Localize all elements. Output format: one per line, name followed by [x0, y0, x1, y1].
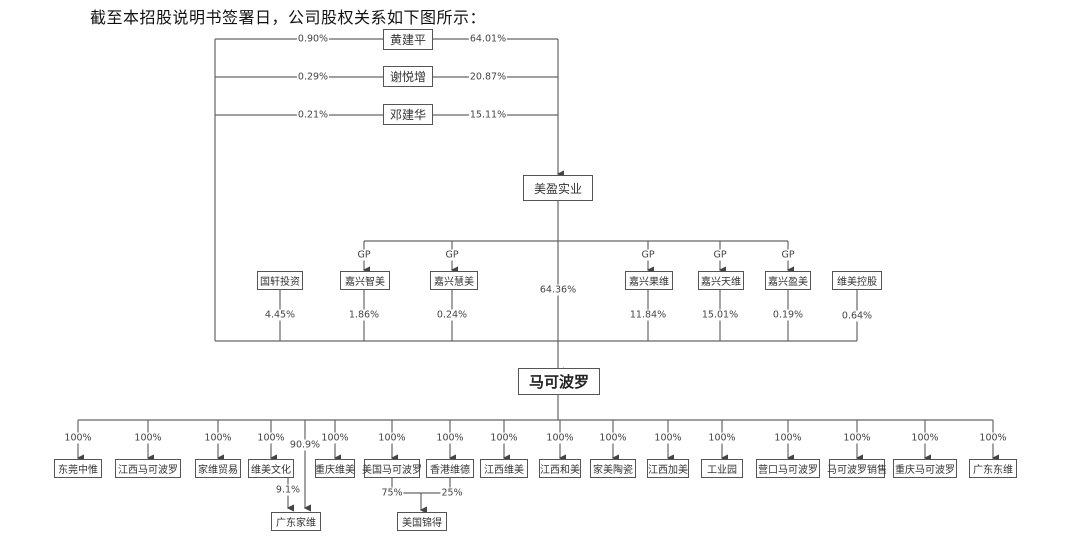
holder-box: 嘉兴盈美 [765, 271, 811, 290]
pct-label: 90.9% [288, 439, 322, 451]
pct-label: 9.1% [274, 484, 302, 496]
pct-label: 4.45% [263, 309, 297, 321]
holder-box: 维美控股 [832, 271, 882, 290]
pct-label: 100% [910, 432, 940, 444]
pct-label: 100% [63, 432, 93, 444]
subsidiary-box: 香港维德 [426, 459, 474, 478]
subsidiary-box: 维美文化 [248, 459, 294, 478]
pct-label: 1.86% [347, 309, 381, 321]
pct-label: 100% [489, 432, 519, 444]
pct-label: 0.64% [840, 310, 874, 322]
subsidiary-box: 江西和美 [539, 459, 581, 478]
subsidiary-box: 美国马可波罗 [362, 459, 422, 478]
gp-label: GP [780, 249, 796, 261]
pct-label: 100% [435, 432, 465, 444]
subsidiary-box: 广东东维 [969, 459, 1017, 478]
pct-label: 100% [598, 432, 628, 444]
pct-label: 100% [377, 432, 407, 444]
subsidiary-box: 工业园 [701, 459, 743, 478]
pct-label: 100% [256, 432, 286, 444]
gp-label: GP [712, 249, 728, 261]
pct-label: 100% [545, 432, 575, 444]
shareholder-box: 黄建平 [383, 29, 433, 50]
subsidiary-box: 东莞中惟 [54, 459, 102, 478]
pct-label: 0.90% [296, 33, 330, 45]
pct-label: 75% [380, 487, 404, 499]
subsidiary-box: 家美陶瓷 [590, 459, 636, 478]
pct-label: 25% [440, 487, 464, 499]
pct-label: 15.01% [700, 309, 740, 321]
pct-label: 0.19% [771, 309, 805, 321]
pct-label: 64.36% [538, 284, 578, 296]
pct-label: 100% [203, 432, 233, 444]
subsidiary-box: 营口马可波罗 [756, 459, 820, 478]
pct-label: 0.29% [296, 71, 330, 83]
holder-box: 嘉兴果维 [625, 271, 673, 290]
gp-label: GP [356, 249, 372, 261]
pct-label: 20.87% [468, 71, 508, 83]
pct-label: 11.84% [628, 309, 668, 321]
holder-box: 嘉兴天维 [698, 271, 744, 290]
subsidiary-box: 马可波罗销售 [827, 459, 887, 478]
company-box: 马可波罗 [518, 368, 600, 395]
subsidiary-box: 江西加美 [647, 459, 689, 478]
pct-label: 100% [978, 432, 1008, 444]
pct-label: 100% [773, 432, 803, 444]
pct-label: 100% [320, 432, 350, 444]
subsidiary-box: 江西马可波罗 [115, 459, 181, 478]
pct-label: 100% [707, 432, 737, 444]
pct-label: 64.01% [468, 33, 508, 45]
pct-label: 100% [133, 432, 163, 444]
holder-box: 国轩投资 [257, 271, 303, 290]
subsidiary-box: 重庆马可波罗 [893, 459, 957, 478]
guangdong-jiawei-box: 广东家维 [271, 512, 321, 531]
pct-label: 100% [653, 432, 683, 444]
subsidiary-box: 江西维美 [480, 459, 528, 478]
pct-label: 0.24% [435, 309, 469, 321]
meiguo-weide-box: 美国锦得 [397, 512, 447, 531]
shareholder-box: 谢悦增 [383, 66, 433, 87]
pct-label: 100% [842, 432, 872, 444]
intro-text: 截至本招股说明书签署日，公司股权关系如下图所示： [90, 8, 487, 27]
gp-label: GP [444, 249, 460, 261]
holder-box: 嘉兴慧美 [430, 271, 478, 290]
subsidiary-box: 重庆维美 [315, 459, 355, 478]
shareholder-box: 邓建华 [383, 104, 433, 125]
holder-box: 嘉兴智美 [340, 271, 390, 290]
gp-label: GP [640, 249, 656, 261]
pct-label: 0.21% [296, 109, 330, 121]
meiying-box: 美盈实业 [523, 175, 593, 201]
pct-label: 15.11% [468, 109, 508, 121]
subsidiary-box: 家维贸易 [195, 459, 241, 478]
